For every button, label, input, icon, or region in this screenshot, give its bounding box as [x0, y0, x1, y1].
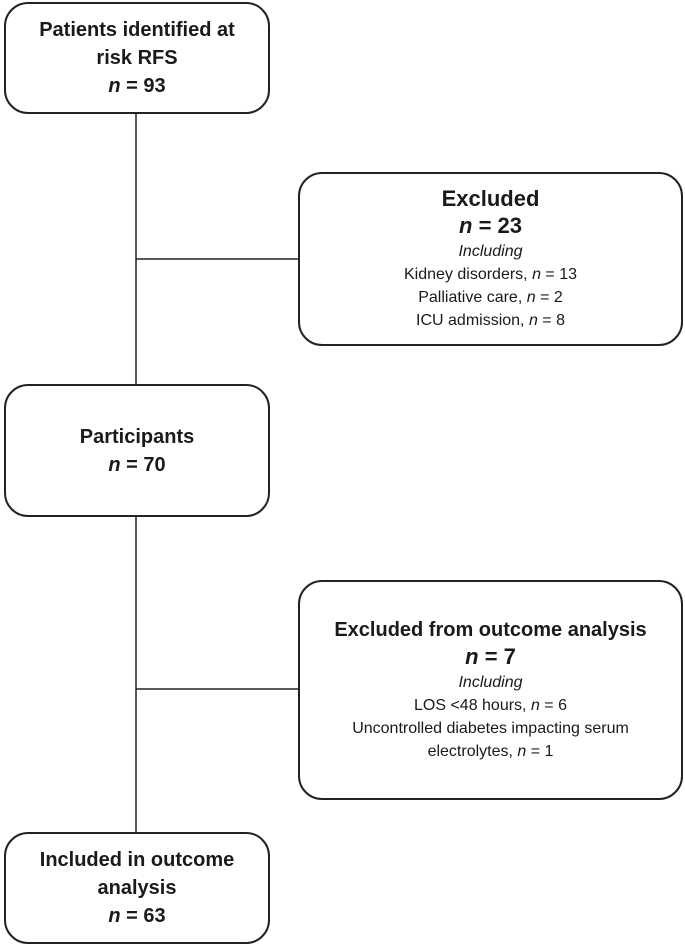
participants-box: Participants n = 70 [4, 384, 270, 517]
participants-n-label: n [108, 453, 121, 476]
included-count: n = 63 [108, 902, 165, 930]
excluded-n-value: = 23 [478, 213, 522, 238]
excluded-including: Including [458, 243, 523, 260]
excluded-item-text: Kidney disorders, [404, 266, 533, 283]
identified-n-label: n [108, 75, 121, 97]
included-n-label: n [108, 905, 121, 927]
excluded-outcome-including: Including [458, 674, 523, 691]
excluded-outcome-item-text: LOS <48 hours, [413, 697, 531, 714]
excluded-item-n-value: = 13 [540, 266, 577, 283]
excluded-outcome-box: Excluded from outcome analysis n = 7 Inc… [298, 580, 683, 800]
excluded-outcome-count: n = 7 [465, 643, 516, 671]
excluded-item: Kidney disorders, n = 13 [404, 263, 577, 286]
identified-n-value: = 93 [126, 75, 166, 97]
excluded-item-text: Palliative care, [418, 289, 527, 306]
excluded-item-text: ICU admission, [416, 312, 529, 329]
excluded-outcome-item-n-value: = 6 [539, 697, 567, 714]
identified-box: Patients identified at risk RFS n = 93 [4, 2, 270, 114]
included-title: Included in outcome analysis [39, 849, 235, 899]
excluded-item-n-label: n [528, 312, 538, 329]
excluded-outcome-n-label: n [465, 644, 479, 669]
excluded-count: n = 23 [459, 212, 522, 240]
excluded-item-n-label: n [532, 266, 541, 283]
excluded-outcome-item: Uncontrolled diabetes impacting serum el… [321, 717, 661, 763]
excluded-item: Palliative care, n = 2 [418, 286, 563, 309]
excluded-outcome-item-n-value: = 1 [526, 743, 554, 760]
participants-count: n = 70 [108, 451, 165, 479]
excluded-outcome-item: LOS <48 hours, n = 6 [414, 694, 567, 717]
excluded-outcome-item-n-label: n [517, 743, 527, 760]
excluded-outcome-item-n-label: n [530, 697, 540, 714]
excluded-item-n-value: = 2 [535, 289, 563, 306]
identified-title: Patients identified at risk RFS [39, 19, 235, 69]
participants-title: Participants [79, 425, 195, 448]
excluded-item-n-value: = 8 [537, 312, 565, 329]
excluded-n-label: n [458, 213, 473, 238]
excluded-item: ICU admission, n = 8 [416, 309, 565, 332]
identified-count: n = 93 [108, 72, 165, 100]
excluded-box: Excluded n = 23 Including Kidney disorde… [298, 172, 683, 346]
participants-n-value: = 70 [126, 453, 166, 476]
excluded-outcome-item-text: Uncontrolled diabetes impacting serum el… [352, 720, 629, 760]
excluded-item-n-label: n [526, 289, 536, 306]
included-n-value: = 63 [126, 905, 166, 927]
excluded-title: Excluded [441, 186, 540, 211]
excluded-outcome-title: Excluded from outcome analysis [334, 619, 647, 641]
included-box: Included in outcome analysis n = 63 [4, 832, 270, 944]
excluded-outcome-n-value: = 7 [484, 644, 516, 669]
